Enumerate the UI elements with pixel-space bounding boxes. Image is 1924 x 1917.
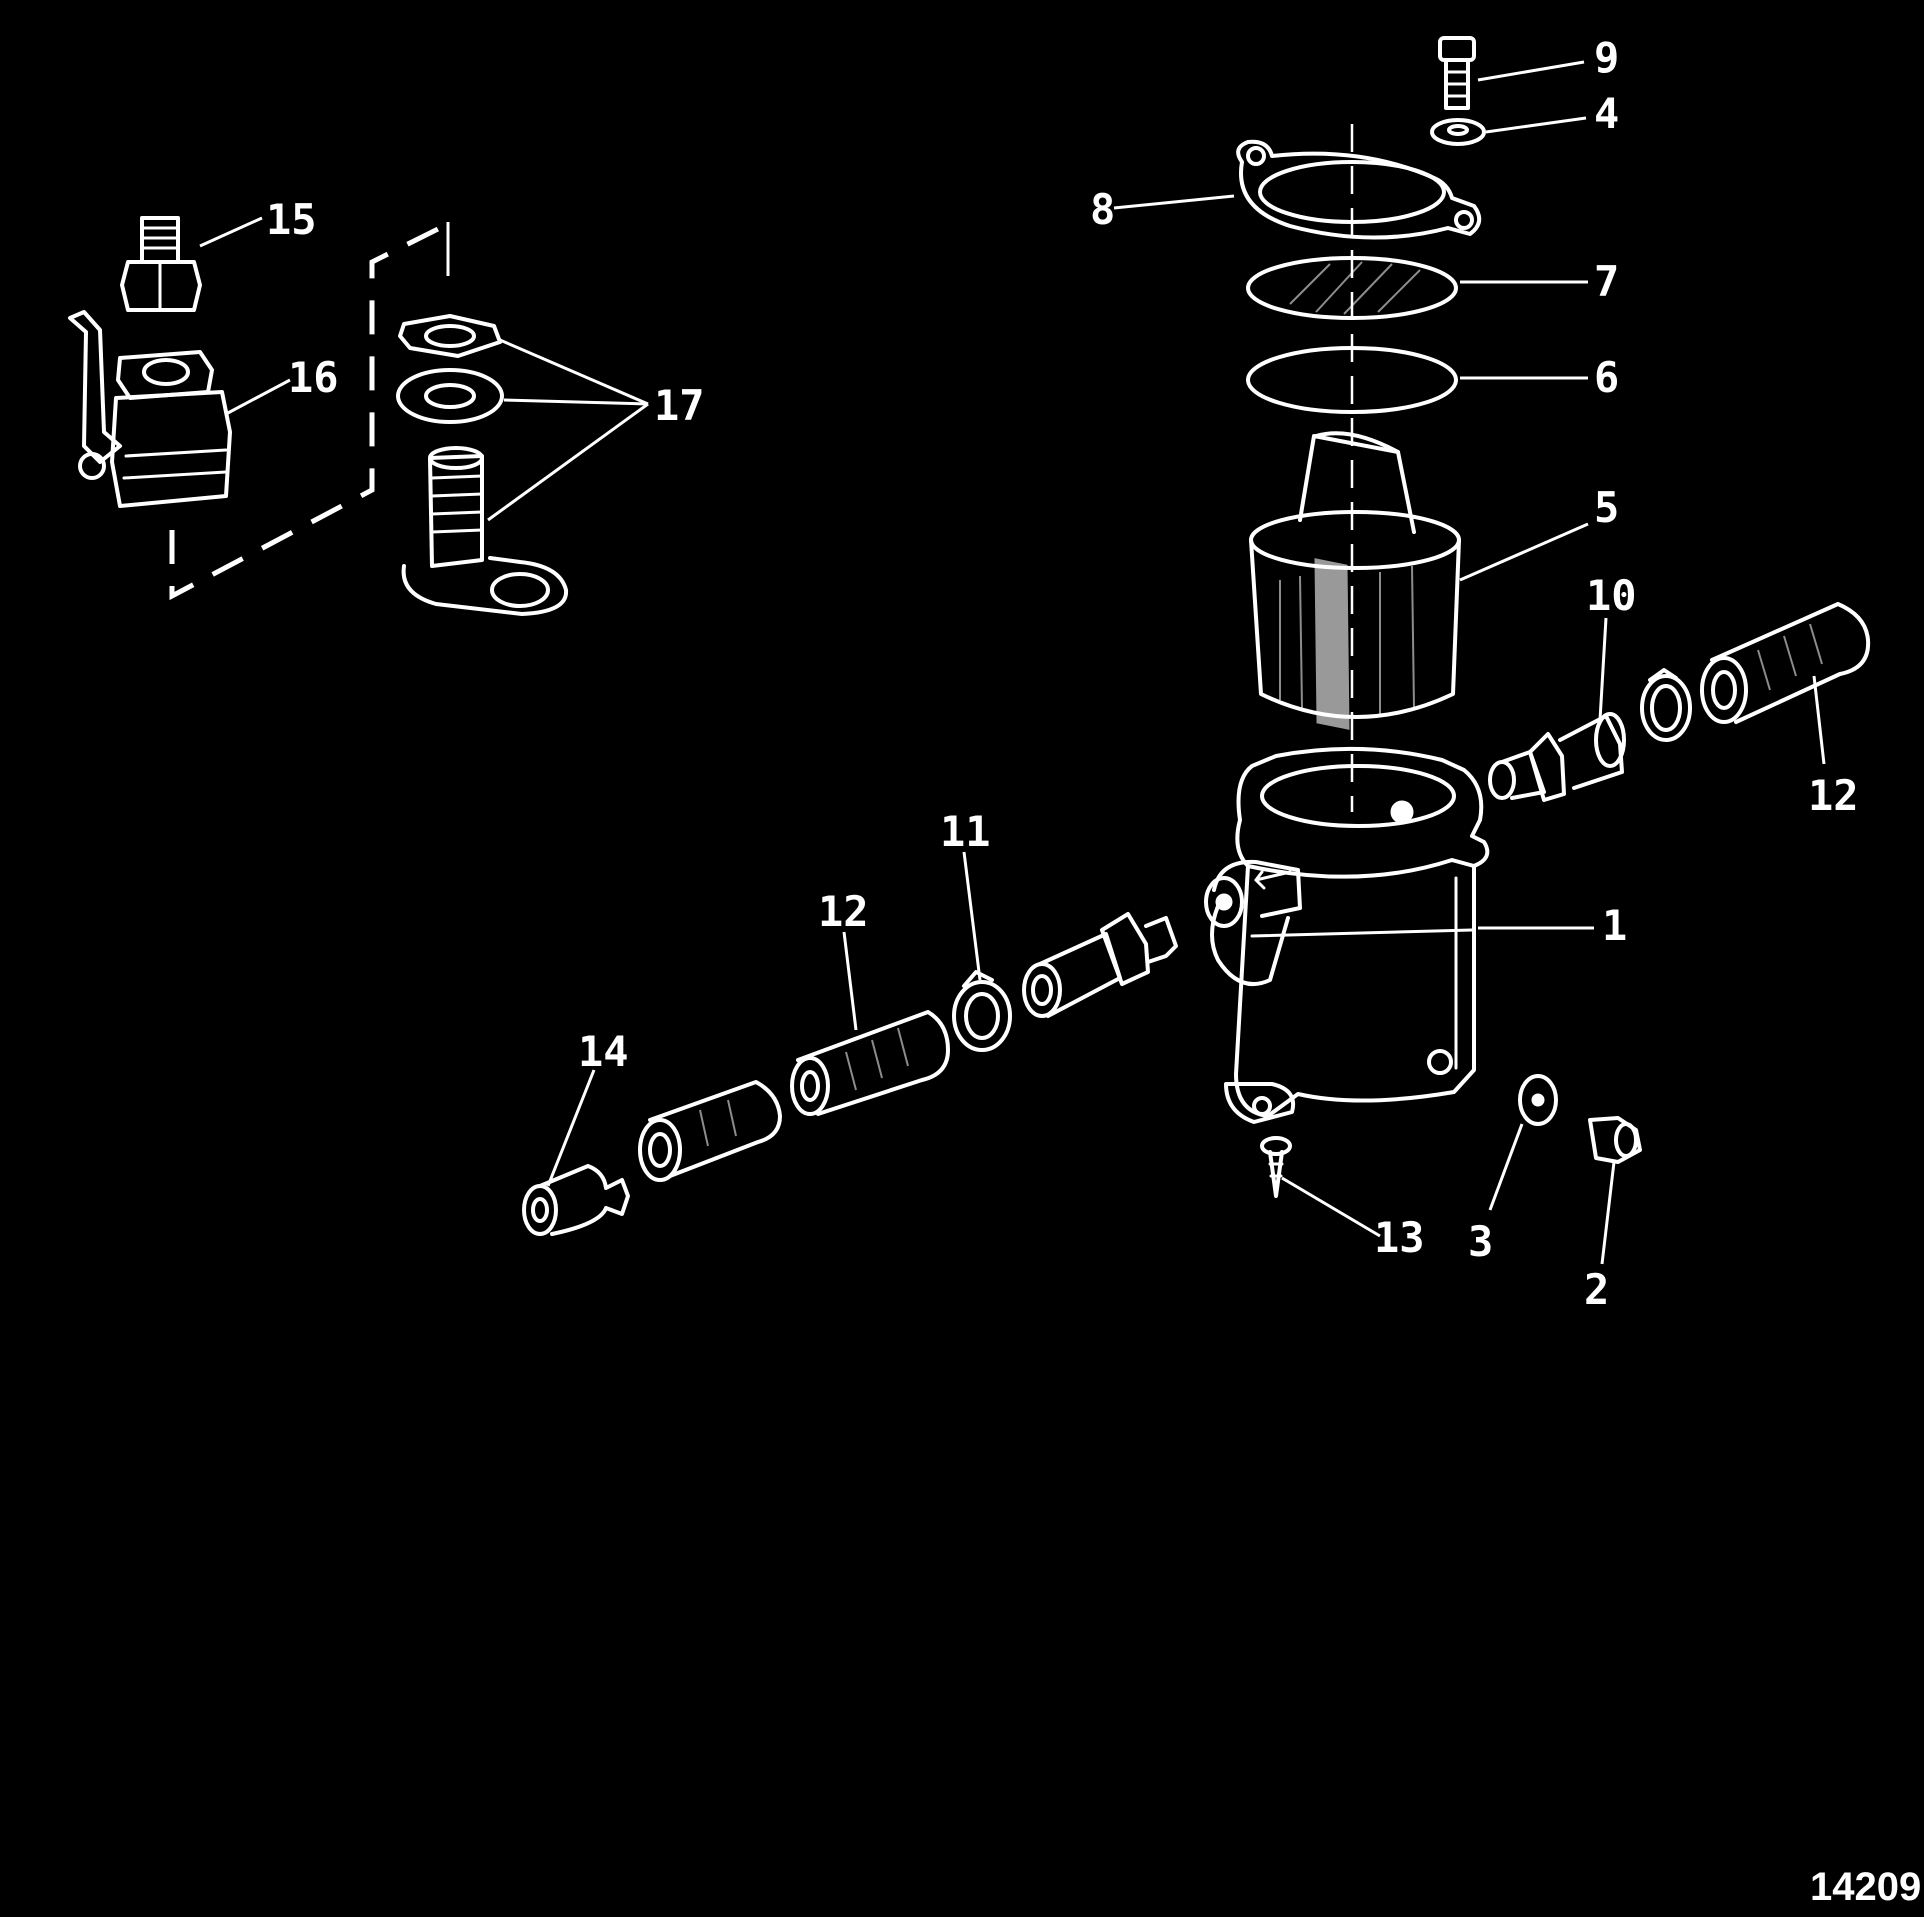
part-inlet-hose-fitting xyxy=(1022,912,1178,1018)
part-6-o-ring xyxy=(1246,346,1458,414)
part-5-strainer-basket xyxy=(1249,431,1461,730)
callout-4: 4 xyxy=(1594,89,1619,138)
part-9-bolt xyxy=(1438,36,1476,110)
part-17-washer xyxy=(396,368,504,424)
callout-17: 17 xyxy=(654,381,705,430)
callout-6: 6 xyxy=(1594,353,1619,402)
part-17-nut xyxy=(398,314,502,358)
part-10-hose-fitting xyxy=(1488,712,1626,802)
leader-lines xyxy=(199,60,1826,1265)
part-12-hose-right xyxy=(1700,602,1871,724)
callout-11: 11 xyxy=(940,807,991,856)
callout-15: 15 xyxy=(266,195,317,244)
part-7-glass-disc xyxy=(1246,256,1458,320)
figure-number: 14209 xyxy=(1810,1865,1921,1909)
part-16-ball-valve xyxy=(68,310,232,508)
part-10-hose-clamp xyxy=(1640,668,1692,742)
part-14-hose-fitting xyxy=(522,1164,630,1236)
callout-3: 3 xyxy=(1468,1217,1493,1266)
callout-14: 14 xyxy=(578,1027,629,1076)
part-4-washer xyxy=(1430,118,1486,146)
callout-1: 1 xyxy=(1602,901,1627,950)
part-hose-section xyxy=(638,1080,782,1182)
callout-7: 7 xyxy=(1594,257,1619,306)
callout-12-left: 12 xyxy=(818,887,869,936)
callout-2: 2 xyxy=(1584,1265,1609,1314)
callout-5: 5 xyxy=(1594,483,1619,532)
callout-10: 10 xyxy=(1586,571,1637,620)
assembly-dashed-line xyxy=(169,223,446,601)
part-17-thru-hull-fitting xyxy=(401,446,569,616)
part-1-strainer-body xyxy=(1204,746,1490,1124)
callout-9: 9 xyxy=(1594,33,1619,82)
part-2-drain-plug xyxy=(1588,1116,1642,1164)
part-8-cover-ring xyxy=(1236,139,1482,240)
part-11-hose-clamp xyxy=(952,970,1012,1052)
callout-13: 13 xyxy=(1374,1213,1425,1262)
part-12-hose-left xyxy=(790,1010,950,1116)
part-3-washer xyxy=(1518,1074,1558,1126)
part-15-fitting xyxy=(120,216,202,312)
callout-12-right: 12 xyxy=(1808,771,1859,820)
callout-16: 16 xyxy=(288,353,339,402)
callout-8: 8 xyxy=(1090,185,1115,234)
part-13-screw xyxy=(1260,1136,1292,1198)
